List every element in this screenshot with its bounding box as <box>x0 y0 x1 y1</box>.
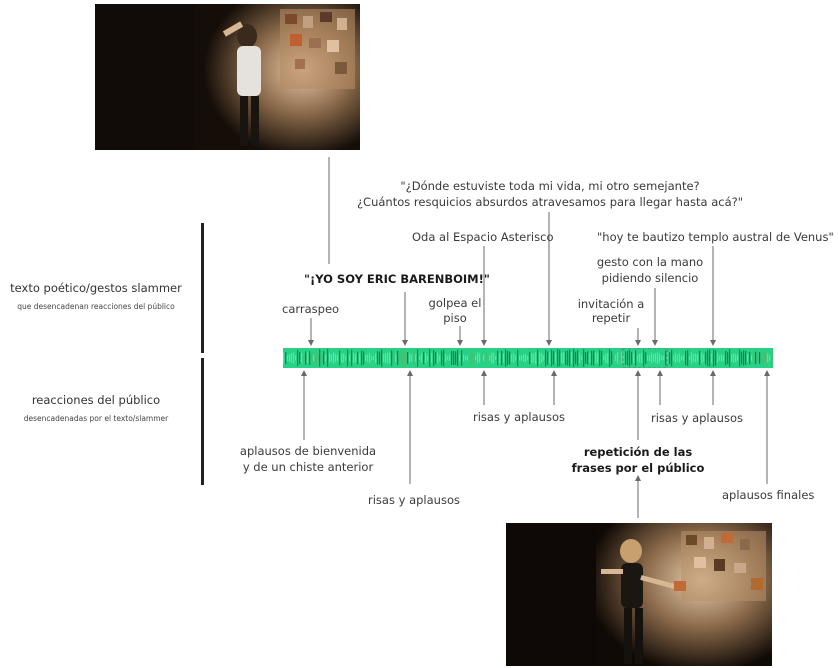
section-label-text: texto poético/gestos slammer <box>10 281 182 295</box>
audio-waveform-timeline <box>283 348 773 368</box>
annotation-golpea-piso: golpea el piso <box>428 296 482 325</box>
section-label-reactions: reacciones del público <box>31 393 161 407</box>
reaction-risas-2: risas y aplausos <box>473 410 565 424</box>
annotation-bautizo: "hoy te bautizo templo austral de Venus" <box>597 230 834 244</box>
annotation-oda: Oda al Espacio Asterisco <box>412 230 554 244</box>
performer-photo-bottom <box>506 523 772 666</box>
annotation-donde-estuviste: "¿Dónde estuviste toda mi vida, mi otro … <box>356 179 744 209</box>
annotation-gesto-silencio: gesto con la mano pidiendo silencio <box>596 255 704 285</box>
annotation-eric-barenboim: "¡YO SOY ERIC BARENBOIM!" <box>304 272 490 286</box>
divider-bar-top <box>201 223 204 353</box>
section-sublabel-reactions: desencadenadas por el texto/slammer <box>23 414 169 423</box>
divider-bar-bottom <box>201 358 204 485</box>
performer-photo-top <box>95 4 360 150</box>
annotation-carraspeo: carraspeo <box>282 302 340 316</box>
reaction-risas-3: risas y aplausos <box>651 411 743 425</box>
reaction-aplausos-finales: aplausos finales <box>722 488 815 502</box>
reaction-repeticion: repetición de las frases por el público <box>571 445 705 475</box>
annotation-invitacion: invitación a repetir <box>577 297 645 325</box>
reaction-bienvenida: aplausos de bienvenida y de un chiste an… <box>239 444 377 474</box>
reaction-risas-1: risas y aplausos <box>368 493 460 507</box>
section-sublabel-text: que desencadenan reacciones del público <box>17 302 175 311</box>
